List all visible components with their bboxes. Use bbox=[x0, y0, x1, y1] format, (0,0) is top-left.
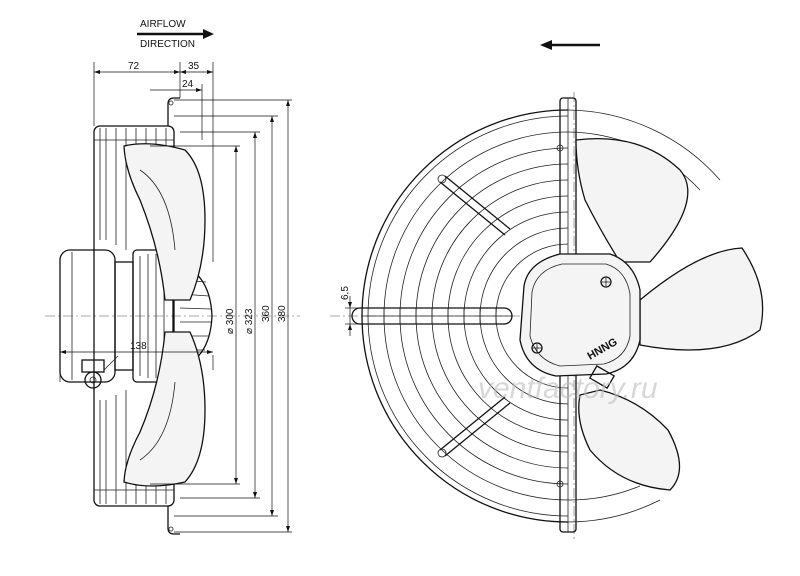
side-blade-top bbox=[123, 143, 206, 301]
front-cable-gland bbox=[588, 365, 616, 389]
front-motor: HNNG bbox=[519, 253, 641, 389]
dim-diameter-323: ⌀ 323 bbox=[244, 308, 255, 334]
rotor-hub bbox=[132, 249, 174, 383]
front-blade-3 bbox=[578, 389, 681, 491]
motor-box bbox=[519, 253, 641, 377]
guard-outline bbox=[93, 125, 175, 507]
airflow-arrow-head bbox=[203, 29, 214, 39]
front-blade-2 bbox=[639, 247, 764, 351]
dim-24: 24 bbox=[182, 79, 194, 90]
dim-6-5: 6,5 bbox=[340, 286, 351, 300]
airflow-text-line1: AIRFLOW bbox=[140, 19, 186, 30]
dim-72: 72 bbox=[128, 61, 140, 72]
dim-35: 35 bbox=[188, 61, 200, 72]
screw-top bbox=[600, 276, 612, 288]
screw-bottom bbox=[531, 342, 543, 354]
strut-bottom bbox=[439, 396, 506, 451]
side-blade-bottom bbox=[123, 331, 206, 487]
front-blade-1 bbox=[575, 137, 689, 263]
side-view: 72 35 24 138 bbox=[45, 61, 300, 535]
side-dimensions: 72 35 24 138 bbox=[59, 61, 292, 533]
watermark: ventfactory.ru bbox=[478, 372, 658, 405]
airflow-text-line2: DIRECTION bbox=[140, 39, 195, 50]
strut-top bbox=[439, 181, 506, 236]
rotation-arrow-head bbox=[540, 40, 552, 50]
mount-foot-bottom bbox=[167, 506, 180, 535]
dim-65-group: 6,5 bbox=[340, 286, 360, 336]
front-view: HNNG 6,5 ventfactory.ru bbox=[330, 40, 764, 540]
cable-gland-nut bbox=[84, 371, 102, 389]
airflow-direction-label: AIRFLOW DIRECTION bbox=[137, 19, 214, 50]
cable-gland bbox=[81, 359, 105, 373]
dim-138: 138 bbox=[130, 341, 147, 352]
dim-380: 380 bbox=[277, 305, 288, 322]
dim-360: 360 bbox=[261, 305, 272, 322]
mount-foot-top bbox=[167, 97, 180, 126]
dim-diameter-300: ⌀ 300 bbox=[225, 308, 236, 334]
